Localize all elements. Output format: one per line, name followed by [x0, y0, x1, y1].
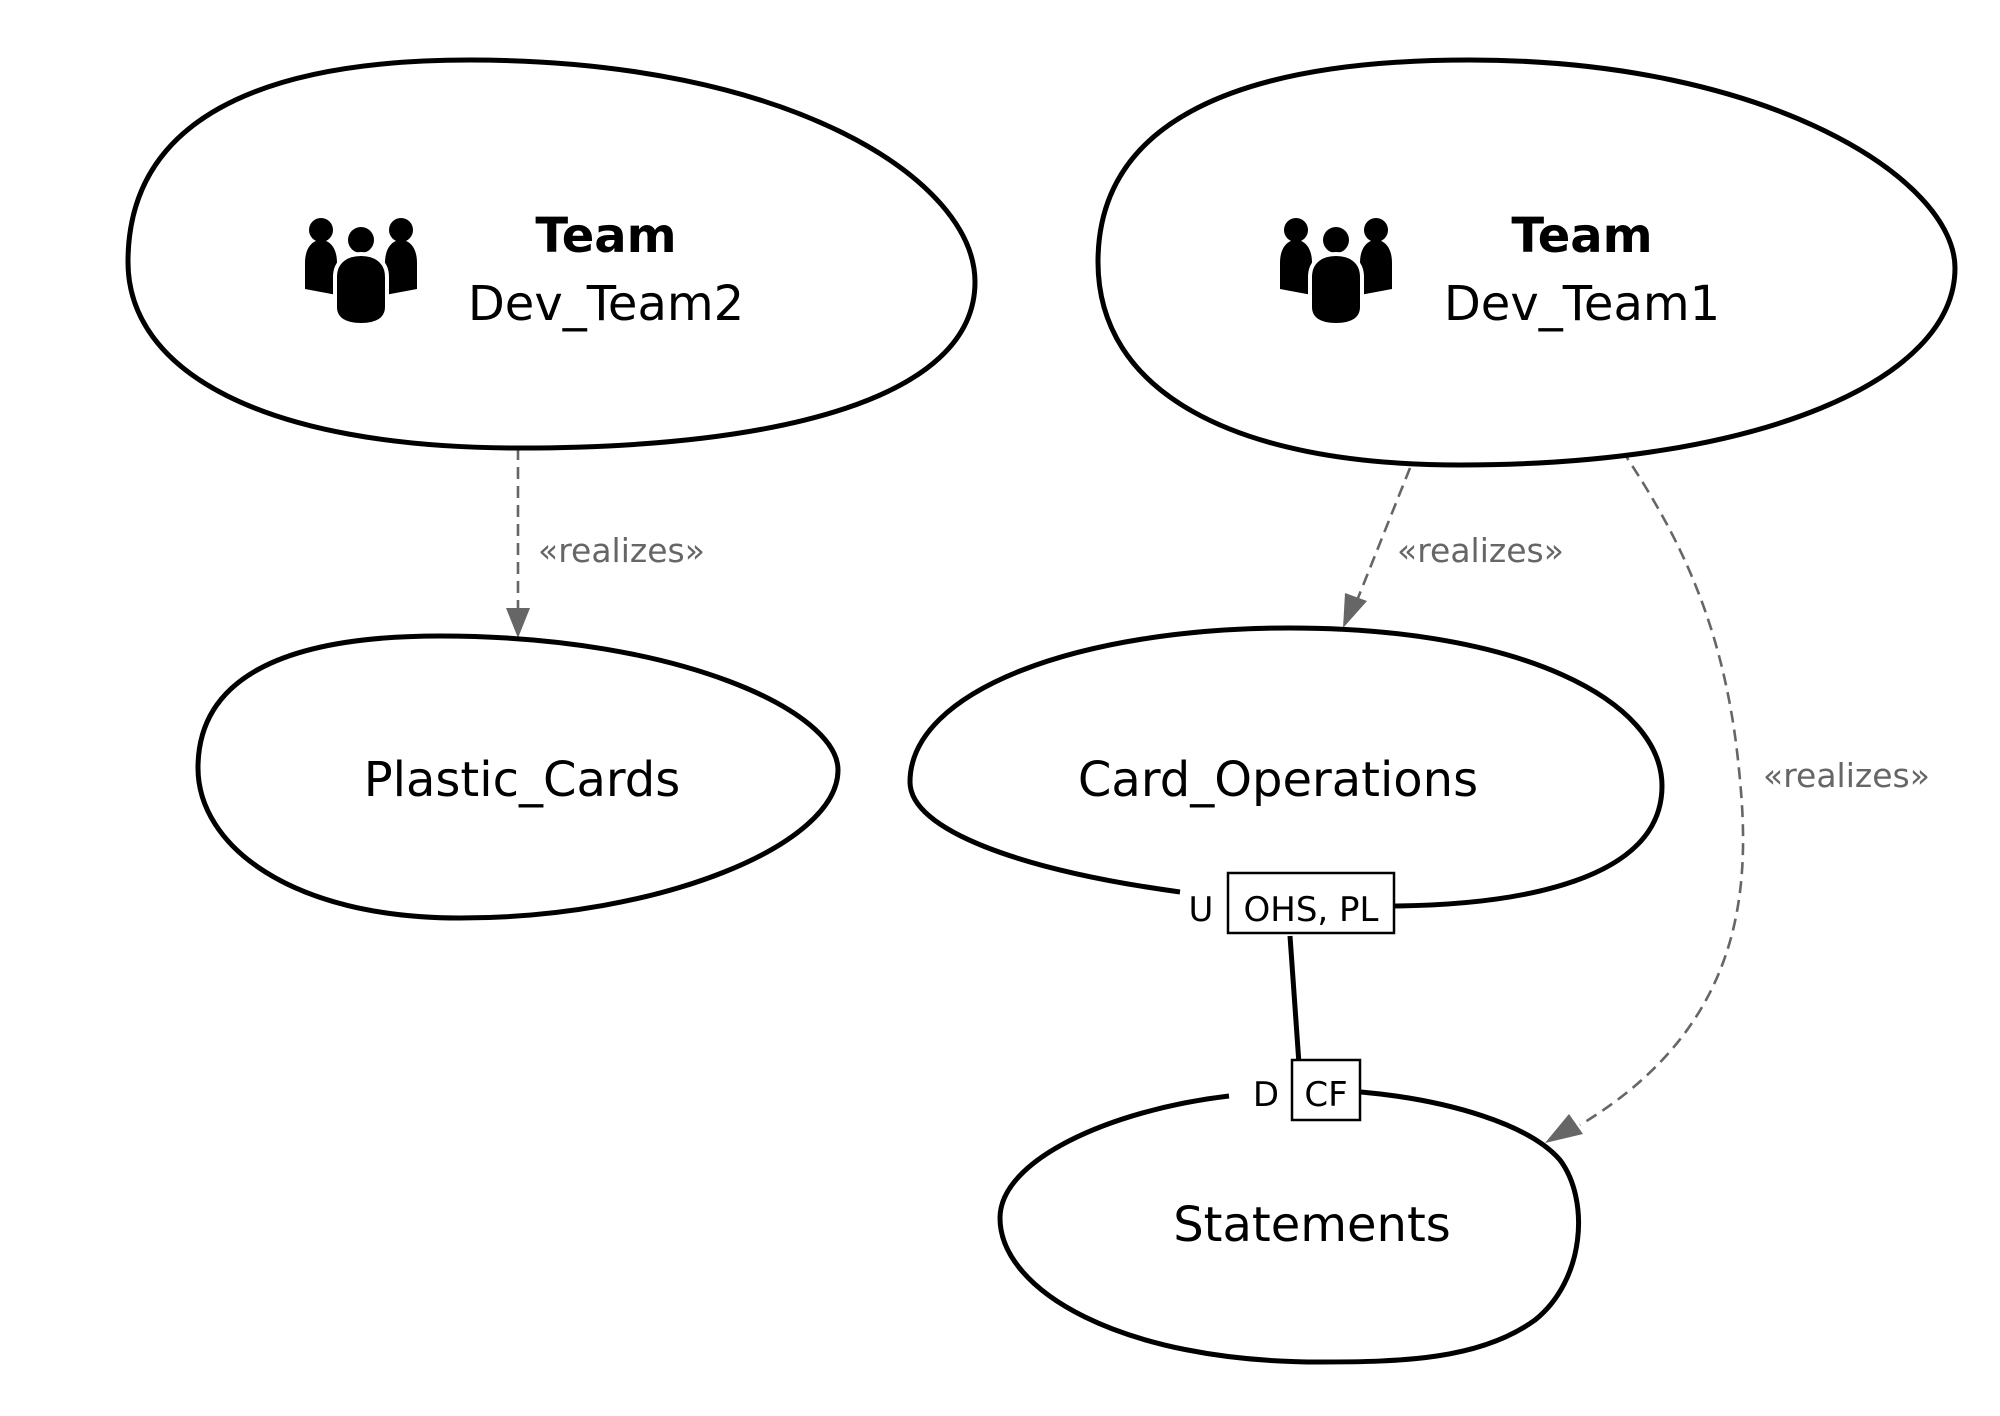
- context-node-plastic-cards[interactable]: Plastic_Cards: [195, 633, 841, 921]
- downstream-pattern-label: CF: [1304, 1075, 1347, 1115]
- upstream-pattern-label: OHS, PL: [1244, 890, 1379, 930]
- upstream-pattern-box: [1226, 871, 1396, 935]
- team-name-label: Dev_Team1: [1444, 276, 1720, 332]
- realizes-edge-team1-statements: «realizes»: [1545, 449, 1930, 1143]
- team-node-dev-team1[interactable]: Team Dev_Team1: [1095, 57, 1958, 468]
- upstream-badge: U OHS, PL: [1189, 871, 1396, 935]
- context-node-statements[interactable]: Statements: [997, 1089, 1581, 1365]
- upstream-downstream-edge: [1287, 935, 1302, 1065]
- realizes-edge-team2-plastic-cards: «realizes»: [506, 448, 705, 638]
- realizes-label: «realizes»: [1763, 756, 1930, 795]
- team-name-label: Dev_Team2: [468, 276, 744, 332]
- context-node-card-operations[interactable]: Card_Operations: [907, 625, 1665, 909]
- team-type-label: Team: [535, 208, 676, 264]
- downstream-badge: D CF: [1253, 1058, 1362, 1122]
- realizes-edge-team1-card-operations: «realizes»: [1343, 467, 1564, 628]
- context-name-label: Statements: [1173, 1197, 1451, 1253]
- downstream-pattern-box: [1290, 1058, 1362, 1122]
- upstream-role-label: U: [1189, 890, 1214, 930]
- context-name-label: Card_Operations: [1078, 752, 1478, 808]
- realizes-label: «realizes»: [1397, 531, 1564, 570]
- realizes-label: «realizes»: [538, 531, 705, 570]
- team-type-label: Team: [1511, 208, 1652, 264]
- downstream-role-label: D: [1253, 1075, 1279, 1115]
- context-name-label: Plastic_Cards: [364, 752, 681, 808]
- team-node-dev-team2[interactable]: Team Dev_Team2: [125, 57, 978, 451]
